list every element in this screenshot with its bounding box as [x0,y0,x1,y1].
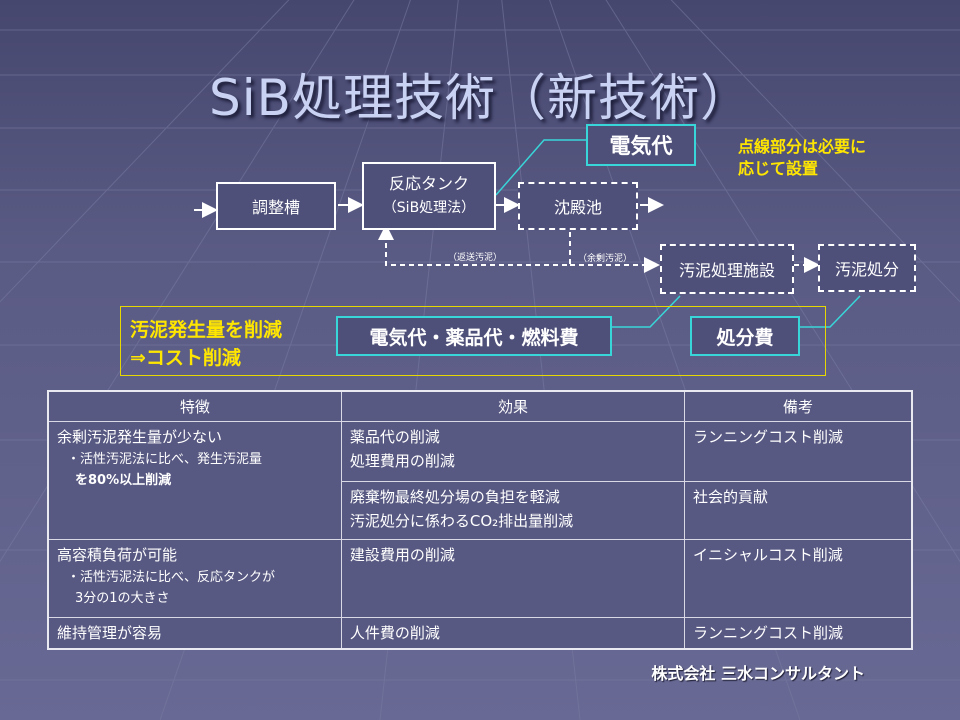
slide-title: SiB処理技術（新技術） [209,69,751,127]
reaction-tank-method: （SiB処理法） [382,200,476,216]
table-row: 余剰汚泥発生量が少ない ・活性汚泥法に比べ、発生汚泥量 を80%以上削減 薬品代… [47,420,913,540]
table-header-row: 特徴 効果 備考 [47,390,913,422]
table-row: 維持管理が容易 人件費の削減 ランニングコスト削減 [47,616,913,650]
note-text: ランニングコスト削減 [693,427,844,446]
feature-sub: ・活性汚泥法に比べ、発生汚泥量 [67,451,263,467]
effect-line: 人件費の削減 [349,623,440,642]
company-name: 株式会社 三水コンサルタント [651,664,865,683]
feature-title: 高容積負荷が可能 [57,545,178,564]
reaction-tank-label: 反応タンク [388,174,469,193]
effect-cell: 廃棄物最終処分場の負担を軽減 汚泥処分に係わるCO₂排出量削減 [340,480,686,540]
table-row: 高容積負荷が可能 ・活性汚泥法に比べ、反応タンクが 3分の1の大きさ 建設費用の… [47,538,913,618]
effect-cell: 薬品代の削減 処理費用の削減 [340,420,686,482]
electricity-box: 電気代 [586,124,696,166]
reduction-line1: 汚泥発生量を削減 [130,319,283,341]
note-cell: イニシャルコスト削減 [684,538,913,618]
feature-cell: 維持管理が容易 [47,616,342,650]
note-cell: ランニングコスト削減 [684,420,913,482]
feature-table: 特徴 効果 備考 余剰汚泥発生量が少ない ・活性汚泥法に比べ、発生汚泥量 を80… [47,390,913,650]
feature-cell: 高容積負荷が可能 ・活性汚泥法に比べ、反応タンクが 3分の1の大きさ [47,538,342,618]
feature-title: 維持管理が容易 [57,623,163,642]
table-row: 廃棄物最終処分場の負担を軽減 汚泥処分に係わるCO₂排出量削減 社会的貢献 [48,480,913,540]
adjustment-tank-box: 調整槽 [216,182,336,230]
feature-sub: を80%以上削減 [75,472,172,488]
feature-cell: 余剰汚泥発生量が少ない ・活性汚泥法に比べ、発生汚泥量 を80%以上削減 [47,420,342,540]
dashed-note: 点線部分は必要に 応じて設置 [738,136,866,180]
disposal-cost-box: 処分費 [690,316,800,356]
header-note: 備考 [684,390,913,422]
reduction-line2: ⇒コスト削減 [130,347,241,369]
feature-sub: 3分の1の大きさ [75,590,170,606]
sludge-disposal-box: 汚泥処分 [818,244,916,292]
header-effect: 効果 [340,390,686,422]
dashed-note-line2: 応じて設置 [738,159,819,178]
feature-title: 余剰汚泥発生量が少ない [57,427,223,446]
feature-sub: ・活性汚泥法に比べ、反応タンクが [67,569,276,585]
reduction-frame [120,306,826,376]
effect-line: 汚泥処分に係わるCO₂排出量削減 [349,511,574,530]
effect-line: 建設費用の削減 [349,545,455,564]
cost-items-box: 電気代・薬品代・燃料費 [336,316,612,356]
reaction-tank-box: 反応タンク （SiB処理法） [362,162,496,230]
note-text: イニシャルコスト削減 [693,545,843,564]
note-text: ランニングコスト削減 [693,623,844,642]
effect-cell: 人件費の削減 [340,616,686,650]
excess-sludge-label: （余剰汚泥） [578,254,633,264]
effect-line: 処理費用の削減 [349,451,455,470]
dashed-note-line1: 点線部分は必要に [738,137,867,156]
note-cell: ランニングコスト削減 [684,616,913,650]
effect-cell: 建設費用の削減 [340,538,686,618]
note-cell: 社会的貢献 [684,480,913,540]
return-sludge-label: （返送汚泥） [448,253,503,263]
note-text: 社会的貢献 [693,487,769,506]
header-feature: 特徴 [47,390,342,422]
effect-line: 廃棄物最終処分場の負担を軽減 [349,487,560,506]
settling-tank-box: 沈殿池 [518,182,638,230]
effect-line: 薬品代の削減 [349,427,440,446]
reduction-text: 汚泥発生量を削減 ⇒コスト削減 [130,316,282,372]
sludge-treatment-box: 汚泥処理施設 [660,244,794,294]
